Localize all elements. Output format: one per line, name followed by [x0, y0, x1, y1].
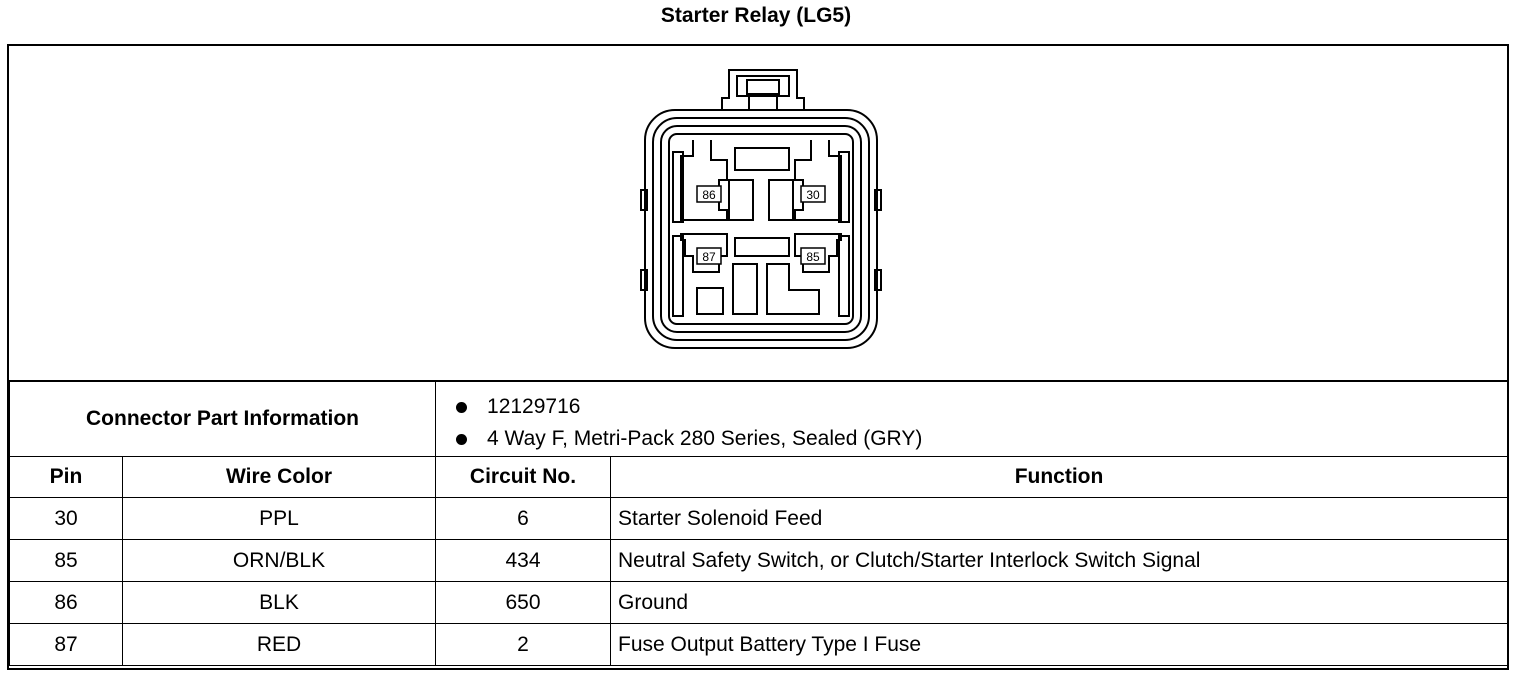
cell-wire-color: PPL [121, 497, 437, 540]
pin-label-85: 85 [806, 250, 820, 264]
part-info-label: Connector Part Information [8, 380, 437, 457]
cell-pin: 87 [9, 623, 123, 666]
pin-label-87: 87 [702, 250, 716, 264]
cell-function: Ground [610, 581, 1509, 624]
connector-frame: 86 30 87 85 Connector Part Information 1… [7, 44, 1509, 670]
cell-circuit: 6 [435, 497, 612, 540]
part-info-row: Connector Part Information 12129716 4 Wa… [8, 380, 1509, 457]
cell-function: Starter Solenoid Feed [610, 497, 1509, 540]
part-number: 12129716 [487, 395, 581, 418]
header-wire-color: Wire Color [121, 456, 437, 498]
cell-circuit: 434 [435, 539, 612, 582]
cell-wire-color: ORN/BLK [121, 539, 437, 582]
cell-pin: 30 [9, 497, 123, 540]
pin-label-30: 30 [806, 188, 820, 202]
header-pin: Pin [9, 456, 123, 498]
cell-function: Fuse Output Battery Type I Fuse [610, 623, 1509, 666]
table-row: 30 PPL 6 Starter Solenoid Feed [9, 497, 1509, 540]
part-description: 4 Way F, Metri-Pack 280 Series, Sealed (… [487, 427, 923, 450]
part-info-details: 12129716 4 Way F, Metri-Pack 280 Series,… [435, 380, 1509, 457]
cell-circuit: 2 [435, 623, 612, 666]
cell-wire-color: RED [121, 623, 437, 666]
part-info-item: 4 Way F, Metri-Pack 280 Series, Sealed (… [456, 423, 1507, 455]
header-function: Function [610, 456, 1509, 498]
bullet-icon [456, 433, 468, 445]
table-row: 87 RED 2 Fuse Output Battery Type I Fuse [9, 623, 1509, 666]
table-row: 86 BLK 650 Ground [9, 581, 1509, 624]
table-row: 85 ORN/BLK 434 Neutral Safety Switch, or… [9, 539, 1509, 582]
connector-diagram: 86 30 87 85 [9, 46, 1507, 380]
part-info-item: 12129716 [456, 391, 1507, 423]
pin-label-86: 86 [702, 188, 716, 202]
connector-face-drawing: 86 30 87 85 [640, 69, 882, 349]
pinout-table: Connector Part Information 12129716 4 Wa… [8, 380, 1509, 666]
table-header-row: Pin Wire Color Circuit No. Function [9, 456, 1509, 498]
cell-circuit: 650 [435, 581, 612, 624]
header-circuit-no: Circuit No. [435, 456, 612, 498]
cell-pin: 86 [9, 581, 123, 624]
cell-wire-color: BLK [121, 581, 437, 624]
cell-function: Neutral Safety Switch, or Clutch/Starter… [610, 539, 1509, 582]
cell-pin: 85 [9, 539, 123, 582]
page-title: Starter Relay (LG5) [660, 4, 852, 27]
bullet-icon [456, 401, 468, 413]
